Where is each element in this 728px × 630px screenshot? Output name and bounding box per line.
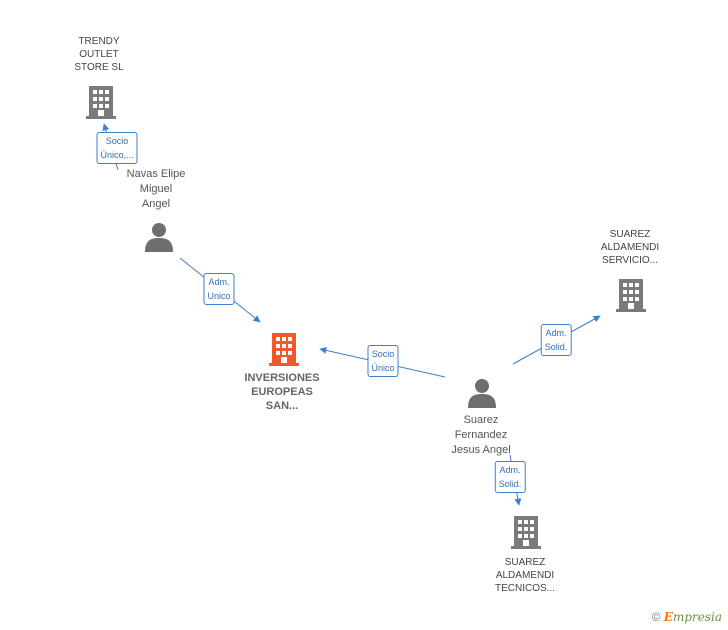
label-line: SUAREZ	[504, 557, 546, 568]
brand-footer: © Empresia	[652, 610, 722, 624]
building-icon[interactable]	[85, 85, 117, 119]
edge-label-line: Adm.	[499, 465, 521, 475]
edge-label-line: Único,...	[100, 150, 134, 160]
label-line: TECNICOS...	[494, 583, 556, 594]
edge-label-suarez-tecnicos[interactable]: Adm. Solid.	[494, 461, 526, 493]
edge-label-suarez-servicio[interactable]: Adm. Solid.	[540, 324, 572, 356]
node-label-suarez-tecnicos[interactable]: SUAREZ ALDAMENDI TECNICOS...	[495, 556, 555, 595]
label-line: SERVICIO...	[602, 255, 658, 266]
copyright-symbol: ©	[651, 610, 661, 624]
edge-label-navas-trendy[interactable]: Socio Único,...	[96, 132, 138, 164]
label-line: OUTLET	[79, 49, 119, 60]
label-line: ALDAMENDI	[600, 242, 660, 253]
label-line: ALDAMENDI	[495, 570, 555, 581]
edge-label-line: Socio	[105, 136, 129, 146]
edge-label-line: Solid.	[544, 342, 568, 352]
label-line: TRENDY	[78, 36, 120, 47]
building-icon[interactable]	[615, 278, 647, 312]
building-icon[interactable]	[510, 515, 542, 549]
label-line: STORE SL	[74, 62, 124, 73]
edge-label-line: Solid.	[498, 479, 522, 489]
label-line: INVERSIONES	[244, 372, 320, 384]
node-label-trendy[interactable]: TRENDY OUTLET STORE SL	[74, 35, 123, 74]
person-icon[interactable]	[467, 378, 497, 408]
brand-logo: Empresia	[663, 610, 722, 624]
edge-label-line: Único	[371, 363, 395, 373]
node-label-suarez-person[interactable]: Suarez Fernandez Jesus Angel	[451, 413, 510, 458]
edge-label-line: Unico	[207, 291, 231, 301]
label-line: Angel	[141, 198, 171, 210]
edge-label-line: Adm.	[545, 328, 567, 338]
label-line: SUAREZ	[609, 229, 651, 240]
edge-label-line: Socio	[371, 349, 395, 359]
node-label-suarez-servicio[interactable]: SUAREZ ALDAMENDI SERVICIO...	[601, 228, 659, 267]
label-line: Miguel	[139, 183, 173, 195]
label-line: Jesus Angel	[451, 444, 511, 456]
edge-label-line: Adm.	[208, 277, 230, 287]
building-icon[interactable]	[268, 332, 300, 366]
label-line: Fernandez	[454, 429, 508, 441]
label-line: EUROPEAS	[251, 386, 313, 398]
node-label-navas[interactable]: Navas Elipe Miguel Angel	[127, 167, 186, 212]
edge-label-navas-inversiones[interactable]: Adm. Unico	[203, 273, 235, 305]
node-label-inversiones[interactable]: INVERSIONES EUROPEAS SAN...	[244, 371, 319, 413]
label-line: Suarez	[463, 414, 499, 426]
label-line: Navas Elipe	[126, 168, 186, 180]
label-line: SAN...	[265, 400, 299, 412]
edge-label-suarez-inversiones[interactable]: Socio Único	[367, 345, 399, 377]
person-icon[interactable]	[144, 222, 174, 252]
